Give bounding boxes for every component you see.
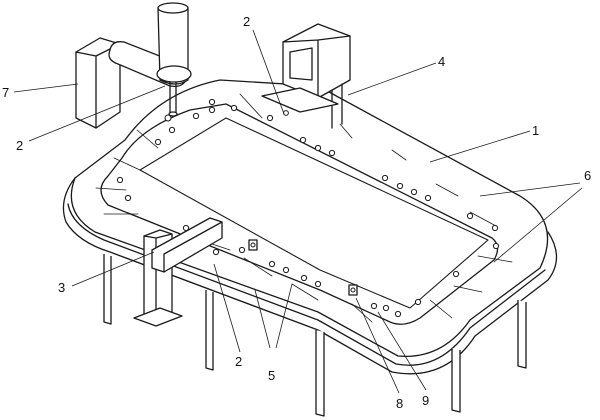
label-8: 8 <box>396 396 403 411</box>
label-4: 4 <box>438 54 445 69</box>
reference-numerals: 1 2 2 2 3 4 5 6 7 8 9 <box>2 14 591 411</box>
label-6: 6 <box>584 168 591 183</box>
leader-lines <box>13 29 583 394</box>
label-5: 5 <box>268 368 275 383</box>
label-2-top: 2 <box>243 14 250 29</box>
device-3-post <box>133 217 223 327</box>
label-2-bottom: 2 <box>235 354 242 369</box>
device-7-arm-unit <box>75 2 192 129</box>
device-4-monitor <box>261 23 351 129</box>
rollers <box>116 98 500 318</box>
sensor-markers <box>164 110 358 296</box>
support-legs-front <box>103 254 527 417</box>
label-7: 7 <box>2 85 9 100</box>
belt-plates <box>95 93 513 323</box>
label-3: 3 <box>58 280 65 295</box>
label-1: 1 <box>532 123 539 138</box>
label-9: 9 <box>422 393 429 408</box>
conveyor-frame <box>62 79 558 375</box>
label-2-left: 2 <box>16 138 23 153</box>
